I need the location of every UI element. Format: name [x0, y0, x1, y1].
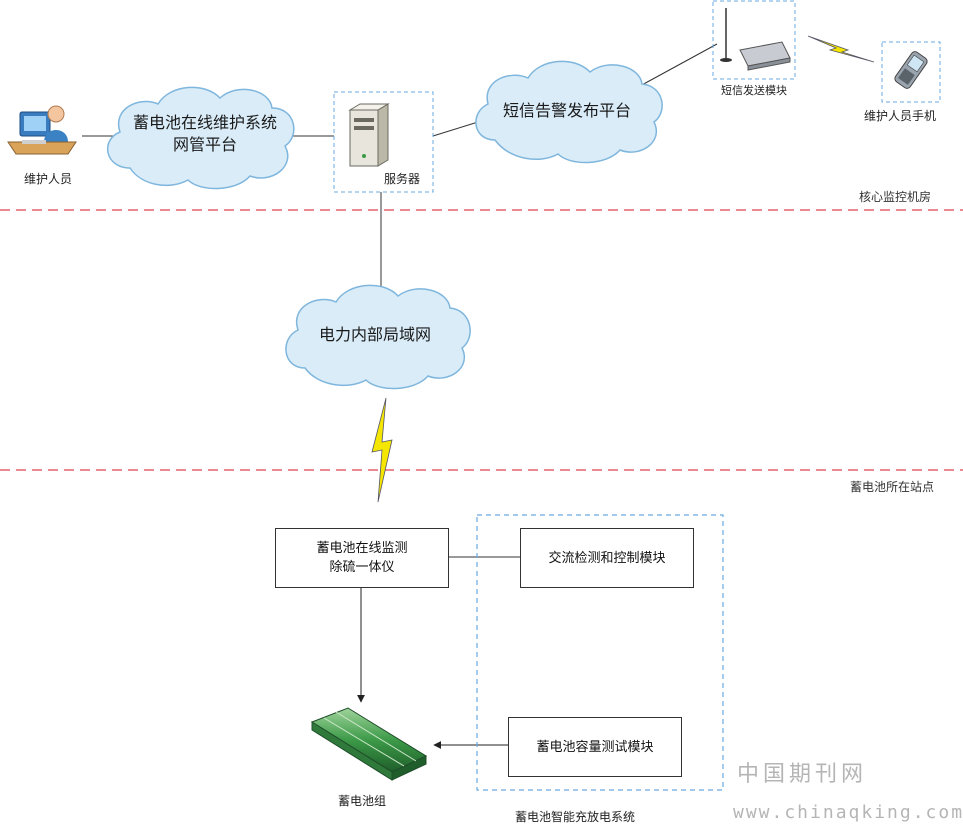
- monitor-device-box: 蓄电池在线监测 除硫一体仪: [275, 528, 449, 588]
- phone-group-outline: [881, 41, 941, 103]
- wireless-link-sms-phone: [807, 35, 875, 63]
- maintainer-label: 维护人员: [24, 172, 73, 186]
- cloud-power-lan: [285, 284, 471, 390]
- server-label: 服务器: [384, 172, 421, 186]
- mgmt-platform-label: 蓄电池在线维护系统 网管平台: [120, 112, 290, 156]
- zone-label-battery-site: 蓄电池所在站点: [850, 480, 935, 494]
- zone-label-core-room: 核心监控机房: [859, 190, 932, 204]
- charge-system-label: 蓄电池智能充放电系统: [515, 810, 636, 824]
- connector-server-sms: [432, 121, 479, 137]
- cloud-mgmt-platform: [106, 86, 295, 190]
- lan-label: 电力内部局域网: [318, 325, 431, 344]
- phone-icon: [894, 51, 928, 89]
- battery-bank-icon: [310, 707, 428, 781]
- mgmt-platform-label-line2: 网管平台: [172, 135, 237, 154]
- connector-sms-module: [639, 43, 718, 87]
- monitor-device-line1: 蓄电池在线监测: [316, 541, 408, 556]
- mgmt-platform-label-line1: 蓄电池在线维护系统: [132, 113, 277, 132]
- server-icon: [348, 103, 390, 167]
- battery-bank-label: 蓄电池组: [338, 794, 387, 808]
- charge-system-outline: [476, 514, 724, 791]
- server-group-outline: [333, 91, 434, 193]
- watermark-cn: 中国期刊网: [737, 762, 868, 787]
- sms-platform-label: 短信告警发布平台: [502, 101, 631, 120]
- sms-module-label: 短信发送模块: [721, 84, 787, 97]
- capacity-module-box: 蓄电池容量测试模块: [508, 717, 682, 777]
- watermark-url: www.chinaqking.com: [733, 802, 963, 823]
- monitor-device-line2: 除硫一体仪: [329, 560, 395, 575]
- maintainer-icon: [7, 105, 77, 155]
- sms-modem-icon: [720, 8, 791, 71]
- ac-module-box: 交流检测和控制模块: [520, 528, 694, 588]
- sms-module-group-outline: [712, 0, 796, 80]
- cloud-sms-platform: [475, 60, 663, 164]
- phone-label: 维护人员手机: [864, 109, 937, 123]
- wireless-link-lan-site: [371, 397, 393, 503]
